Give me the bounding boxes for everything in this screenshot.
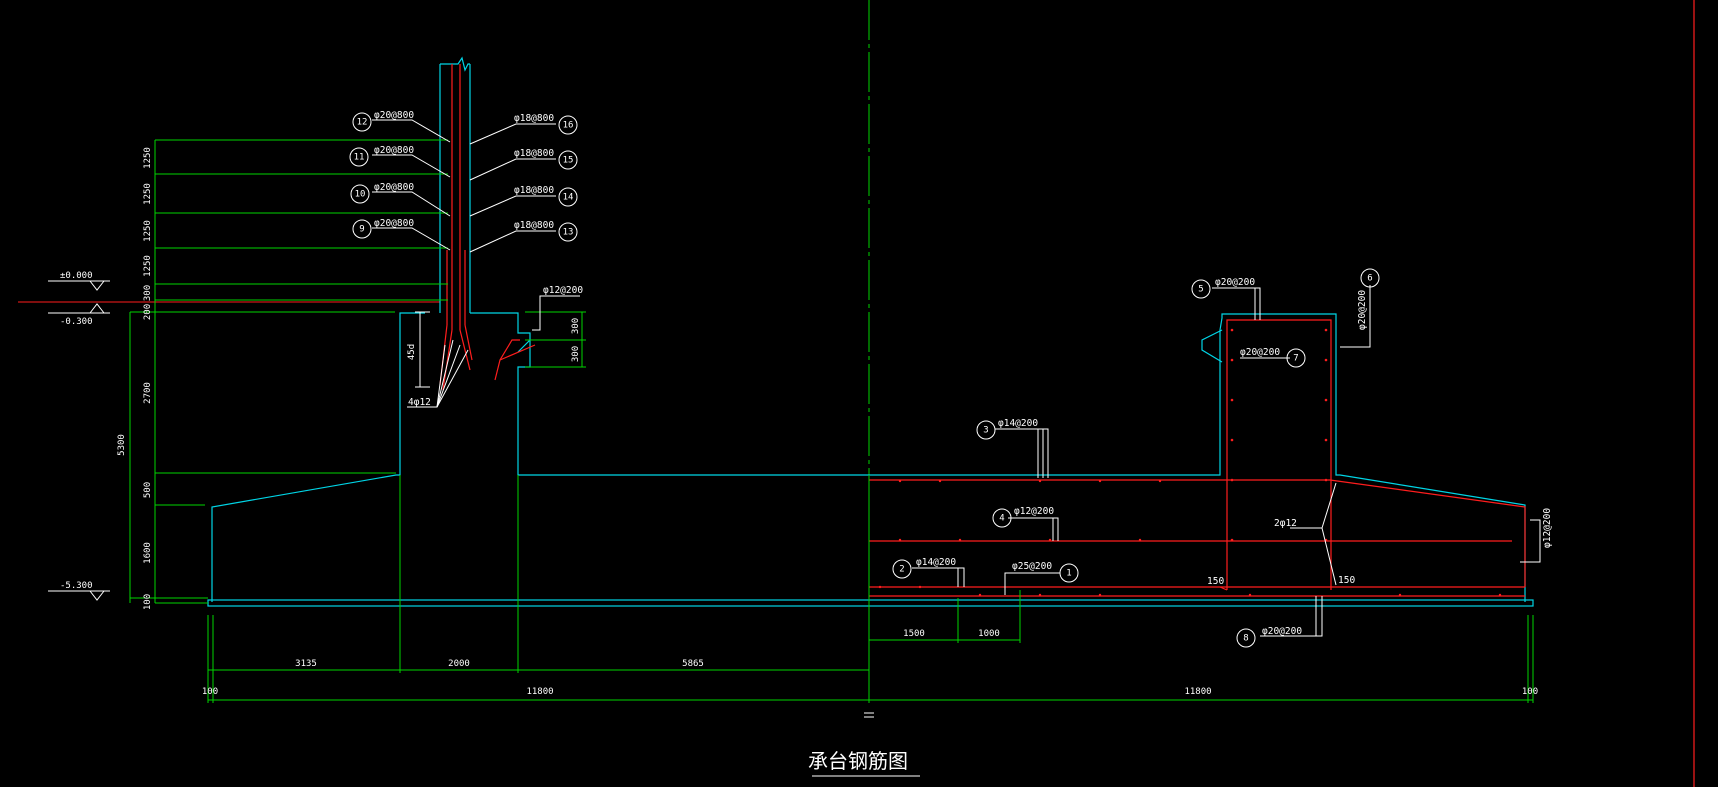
callout-12: 12 φ20@800 — [352, 110, 414, 132]
svg-text:φ18@800: φ18@800 — [514, 148, 554, 159]
callout-2: 2 φ14@200 — [892, 557, 956, 579]
svg-text:16: 16 — [563, 121, 574, 131]
callout-15: 15 φ18@800 — [514, 148, 578, 170]
callout-7: 7 φ20@200 — [1240, 347, 1306, 368]
hdim-total-3: 11800 — [1184, 687, 1211, 697]
svg-text:φ20@200: φ20@200 — [1215, 277, 1255, 288]
hdim-total-2: 11800 — [526, 687, 553, 697]
hdim-right-2: 1000 — [978, 629, 1000, 639]
callout-11: 11 φ20@800 — [349, 145, 414, 167]
callout-9: 9 φ20@800 — [352, 218, 414, 239]
svg-text:φ18@800: φ18@800 — [514, 185, 554, 196]
level-0: ±0.000 — [60, 271, 93, 281]
svg-text:7: 7 — [1293, 354, 1298, 364]
callout-16: 16 φ18@800 — [514, 113, 578, 135]
vdim-1: 1250 — [143, 147, 153, 169]
svg-text:φ12@200: φ12@200 — [1014, 506, 1054, 517]
svg-text:φ18@800: φ18@800 — [514, 220, 554, 231]
side-bar-label: φ12@200 — [1542, 508, 1553, 548]
vdim-8: 500 — [143, 482, 153, 498]
level-markers — [48, 280, 110, 601]
horizontal-dimensions — [207, 475, 1534, 703]
svg-text:φ18@800: φ18@800 — [514, 113, 554, 124]
vdim-4: 1250 — [143, 255, 153, 277]
hdim-left-1: 3135 — [295, 659, 317, 669]
hdim-total-4: 100 — [1522, 687, 1538, 697]
hdim-total-1: 100 — [202, 687, 218, 697]
svg-text:14: 14 — [563, 193, 574, 203]
svg-text:13: 13 — [563, 228, 574, 238]
svg-text:φ20@200: φ20@200 — [1262, 626, 1302, 637]
vdim-3: 1250 — [143, 220, 153, 242]
callout-leaders — [372, 119, 1541, 637]
vdim-9: 1600 — [143, 542, 153, 564]
drawing-title: 承台钢筋图 — [808, 749, 908, 773]
svg-text:φ25@200: φ25@200 — [1012, 561, 1052, 572]
svg-text:4: 4 — [999, 514, 1004, 524]
hdim-left-2: 2000 — [448, 659, 470, 669]
svg-text:φ20@800: φ20@800 — [374, 145, 414, 156]
svg-text:5: 5 — [1198, 285, 1203, 295]
svg-text:3: 3 — [983, 426, 988, 436]
svg-text:9: 9 — [359, 225, 364, 235]
callout-3: 3 φ14@200 — [976, 418, 1038, 440]
callout-10: 10 φ20@800 — [350, 182, 414, 204]
step-dim-a: 300 — [571, 318, 581, 334]
step-dim-b: 300 — [571, 346, 581, 362]
four-bars-label: 4φ12 — [408, 397, 431, 408]
svg-text:6: 6 — [1367, 274, 1372, 284]
callout-6: 6 φ20@200 — [1357, 268, 1380, 330]
vdim-5: 300 — [143, 285, 153, 301]
stirrup-label: φ12@200 — [543, 285, 583, 296]
svg-text:φ20@800: φ20@800 — [374, 218, 414, 229]
callout-1: 1 φ25@200 — [1012, 561, 1079, 583]
svg-text:φ14@200: φ14@200 — [998, 418, 1038, 429]
svg-text:φ20@200: φ20@200 — [1240, 347, 1280, 358]
callout-8: 8 φ20@200 — [1236, 626, 1302, 648]
svg-text:12: 12 — [357, 118, 368, 128]
svg-text:2: 2 — [899, 565, 904, 575]
anchor-dim: 45d — [407, 344, 417, 360]
svg-text:φ20@200: φ20@200 — [1357, 290, 1368, 330]
concrete-outline — [207, 56, 1534, 607]
vdim-2: 1250 — [143, 183, 153, 205]
callout-4: 4 φ12@200 — [992, 506, 1054, 528]
rebar-dots — [878, 328, 1502, 597]
rebar-group — [439, 64, 1526, 597]
vdim-7: 2700 — [143, 382, 153, 404]
svg-text:φ20@800: φ20@800 — [374, 182, 414, 193]
cover-right-label: 150 — [1338, 575, 1355, 586]
callout-13: 13 φ18@800 — [514, 220, 578, 242]
hdim-right-1: 1500 — [903, 629, 925, 639]
vdim-10: 100 — [143, 594, 153, 610]
vdim-total: 5300 — [117, 434, 127, 456]
svg-text:φ14@200: φ14@200 — [916, 557, 956, 568]
cover-left-label: 150 — [1207, 576, 1224, 587]
svg-text:15: 15 — [563, 156, 574, 166]
svg-text:8: 8 — [1243, 634, 1248, 644]
level-neg-53: -5.300 — [60, 581, 93, 591]
left-vertical-dimensions — [129, 139, 448, 604]
vdim-6: 200 — [143, 304, 153, 320]
svg-text:1: 1 — [1066, 569, 1071, 579]
callout-14: 14 φ18@800 — [514, 185, 578, 207]
svg-text:10: 10 — [355, 190, 366, 200]
svg-text:φ20@800: φ20@800 — [374, 110, 414, 121]
hdim-left-3: 5865 — [682, 659, 704, 669]
level-neg-03: -0.300 — [60, 317, 93, 327]
svg-text:11: 11 — [354, 153, 365, 163]
two-bars-label: 2φ12 — [1274, 518, 1297, 529]
callout-5: 5 φ20@200 — [1191, 277, 1255, 299]
